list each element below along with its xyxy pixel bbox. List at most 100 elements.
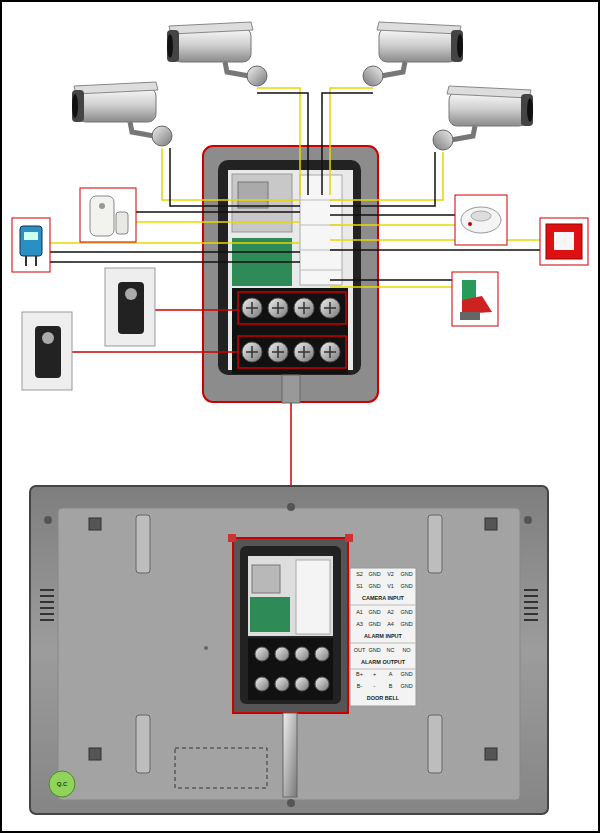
terminal-label: GND [367,582,382,590]
terminal-label: GND [399,582,414,590]
table-heading: DOOR BELL [352,694,414,702]
illustration-part [282,375,300,403]
illustration-part [257,93,308,195]
terminal-label: GND [367,570,382,578]
terminal-label: S1 [352,582,367,590]
illustration-part [203,146,378,402]
terminal-label: - [367,682,382,690]
illustration-part [462,296,492,314]
illustration-part [105,268,155,346]
illustration-part [330,214,455,216]
illustration-part [330,279,452,281]
illustration-part [240,546,341,704]
illustration-part [295,677,309,691]
illustration-part [162,148,300,200]
illustration-part [218,160,361,375]
illustration-part [246,302,336,358]
terminal-label: GND [367,608,382,616]
illustration-part [242,298,340,362]
terminal-label: GND [367,620,382,628]
illustration-part [250,597,290,632]
illustration-part [175,748,267,788]
illustration-part [452,272,498,326]
illustration-part [330,88,373,195]
illustration-part [72,351,238,353]
illustration-part [428,715,442,773]
table-heading: ALARM OUTPUT [352,658,414,666]
illustration-part [350,568,416,706]
illustration-part [428,515,442,573]
illustration-part [22,312,72,390]
terminal-label: GND [399,570,414,578]
illustration-part [35,326,61,378]
illustration-part [554,232,574,250]
illustration-part [44,516,52,524]
camera-group [72,22,533,150]
illustration-part [546,224,582,259]
illustration-part [232,288,348,374]
illustration-part [252,565,280,593]
table-heading: CAMERA INPUT [352,594,414,602]
illustration-part [20,226,42,256]
terminal-label: A [383,670,398,678]
illustration-part [524,516,532,524]
illustration-part [135,221,300,223]
illustration-part [90,196,114,236]
illustration-part [24,232,38,240]
illustration-part [255,677,269,691]
illustration-part [50,251,300,253]
illustration-part [257,88,300,195]
illustration-part [330,286,452,288]
terminal-label: B+ [352,670,367,678]
illustration-part [330,152,443,200]
illustration-part [167,22,267,86]
illustration-part [296,560,330,634]
illustration-part [295,647,309,661]
illustration-part [89,518,101,530]
illustration-part [232,174,292,232]
illustration-part [135,211,300,213]
illustration-part [170,148,300,206]
terminal-label: S2 [352,570,367,578]
illustration-part [330,224,455,226]
illustration-part [287,503,295,511]
terminal-label: V2 [383,570,398,578]
illustration-part [462,280,476,300]
terminal-label: V1 [383,582,398,590]
illustration-part [204,646,208,650]
illustration-part [50,261,300,263]
terminal-box [203,146,378,403]
illustration-part [275,647,289,661]
illustration-part [468,222,472,226]
illustration-part [330,249,540,251]
illustration-part [540,218,588,265]
illustration-part [287,799,295,807]
illustration-part [275,677,289,691]
illustration-part [233,538,348,713]
illustration-part [136,515,150,573]
devices [12,188,588,390]
illustration-part [330,239,540,241]
illustration-part [350,605,416,669]
illustration-part [30,486,548,814]
illustration-part [471,211,491,221]
illustration-part [12,218,50,272]
illustration-part [238,182,268,208]
terminal-label: GND [399,620,414,628]
illustration-part [300,175,342,285]
illustration-part [118,282,144,334]
terminal-label: GND [399,682,414,690]
illustration-part [26,256,36,266]
terminal-label: OUT [352,646,367,654]
illustration-part [330,152,435,206]
terminal-label: A3 [352,620,367,628]
terminal-label: + [367,670,382,678]
illustration-part [80,188,136,242]
terminal-label: A1 [352,608,367,616]
sticker-text: Q.C [48,780,76,788]
terminal-label: GND [399,670,414,678]
illustration-part [228,534,236,542]
illustration-part [300,200,342,270]
